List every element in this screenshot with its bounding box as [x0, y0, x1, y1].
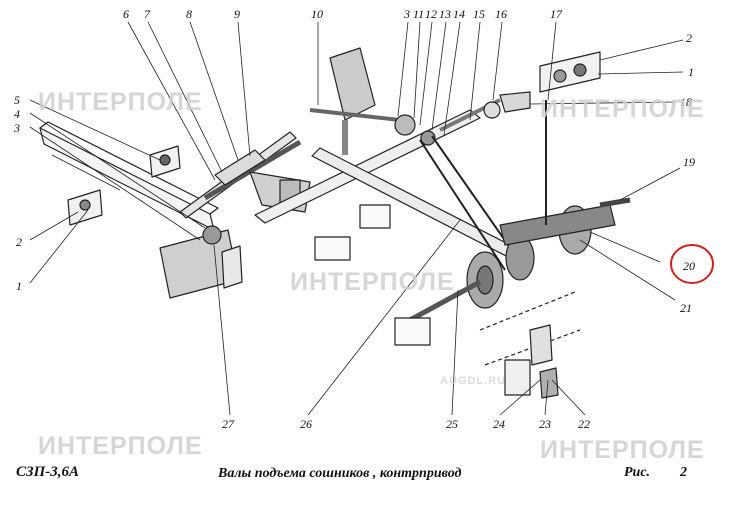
highlight-circle	[670, 244, 714, 284]
callout-10: 10	[311, 7, 323, 21]
callout-15: 15	[473, 7, 485, 21]
watermark-1: ИНТЕРПОЛЕ	[38, 88, 203, 116]
callout-12: 12	[425, 7, 437, 21]
watermark-2: ИНТЕРПОЛЕ	[540, 95, 705, 123]
callout-22: 22	[578, 417, 590, 431]
callout-18: 18	[680, 95, 692, 109]
callout-25: 25	[446, 417, 458, 431]
watermark-4: ИНТЕРПОЛЕ	[38, 432, 203, 460]
watermark-3: ИНТЕРПОЛЕ	[290, 268, 455, 296]
figure-label: Рис.	[624, 465, 651, 480]
callout-1-right: 1	[688, 65, 694, 79]
callout-21: 21	[680, 301, 692, 315]
callout-27: 27	[222, 417, 235, 431]
drawing-lines	[39, 47, 631, 399]
callout-19: 19	[683, 155, 695, 169]
leader-lines	[29, 21, 684, 416]
callout-4: 4	[14, 107, 20, 121]
callout-9: 9	[234, 7, 240, 21]
callout-2-right: 2	[686, 31, 692, 45]
watermark-small: AUGDL.RU	[440, 375, 507, 387]
callout-11: 11	[413, 7, 424, 21]
callout-5: 5	[14, 93, 20, 107]
callout-3-top: 3	[403, 7, 410, 21]
callout-13: 13	[439, 7, 451, 21]
callout-1-left: 1	[16, 279, 22, 293]
model-label: СЗП-3,6А	[16, 464, 80, 480]
callout-24: 24	[493, 417, 505, 431]
callout-8: 8	[186, 7, 192, 21]
callout-17: 17	[550, 7, 563, 21]
watermark-5: ИНТЕРПОЛЕ	[540, 436, 705, 464]
callout-7: 7	[144, 7, 151, 21]
callout-6: 6	[123, 7, 129, 21]
diagram-title: Валы подъема сошников , контрпривод	[218, 466, 462, 481]
callout-16: 16	[495, 7, 507, 21]
callout-3: 3	[13, 121, 20, 135]
callout-26: 26	[300, 417, 312, 431]
callout-23: 23	[539, 417, 551, 431]
figure-number: 2	[680, 465, 687, 480]
callout-14: 14	[453, 7, 465, 21]
callout-labels: 6 7 8 9 10 3 11 12 13 14 15 16 17 2 1 18…	[13, 7, 695, 431]
callout-20: 20	[683, 259, 695, 273]
callout-2-left: 2	[16, 235, 22, 249]
